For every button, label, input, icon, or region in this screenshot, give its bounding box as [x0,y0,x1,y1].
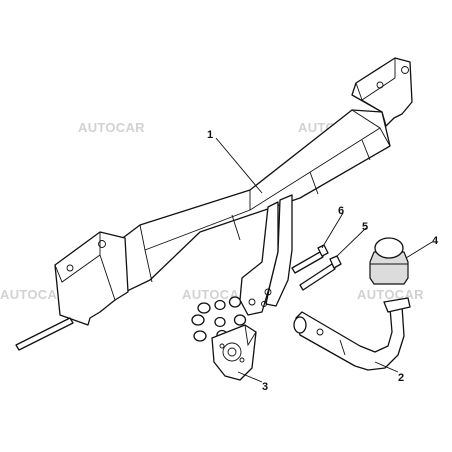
leader-line-1 [215,137,263,194]
leader-line-2 [374,361,399,373]
socket-plate [211,324,257,381]
cross-bar-assembly [15,57,413,351]
watermark: AUTOCAR [78,120,145,135]
callout-number-5: 5 [362,221,368,233]
watermark: AUTOCAR [0,287,67,302]
main-beam [119,109,391,293]
safety-rod [15,317,74,351]
tow-plate-left [239,201,279,316]
nut-washer-set [191,296,247,342]
bolt-6 [291,244,329,274]
callout-number-2: 2 [398,372,404,384]
tow-ball-neck [293,297,411,371]
callout-number-6: 6 [338,205,344,217]
tow-ball-cap [369,237,409,285]
callout-number-3: 3 [262,381,268,393]
left-mounting-bracket [54,231,129,326]
callout-number-1: 1 [207,129,213,141]
leader-line-6 [321,212,344,249]
leader-line-3 [237,371,263,383]
watermark: AUTOCAR [357,287,424,302]
leader-line-5 [335,227,367,258]
callout-number-4: 4 [432,235,439,247]
bolt-5 [299,255,342,291]
leader-line-4 [405,241,433,259]
tow-plate-right [265,194,293,307]
